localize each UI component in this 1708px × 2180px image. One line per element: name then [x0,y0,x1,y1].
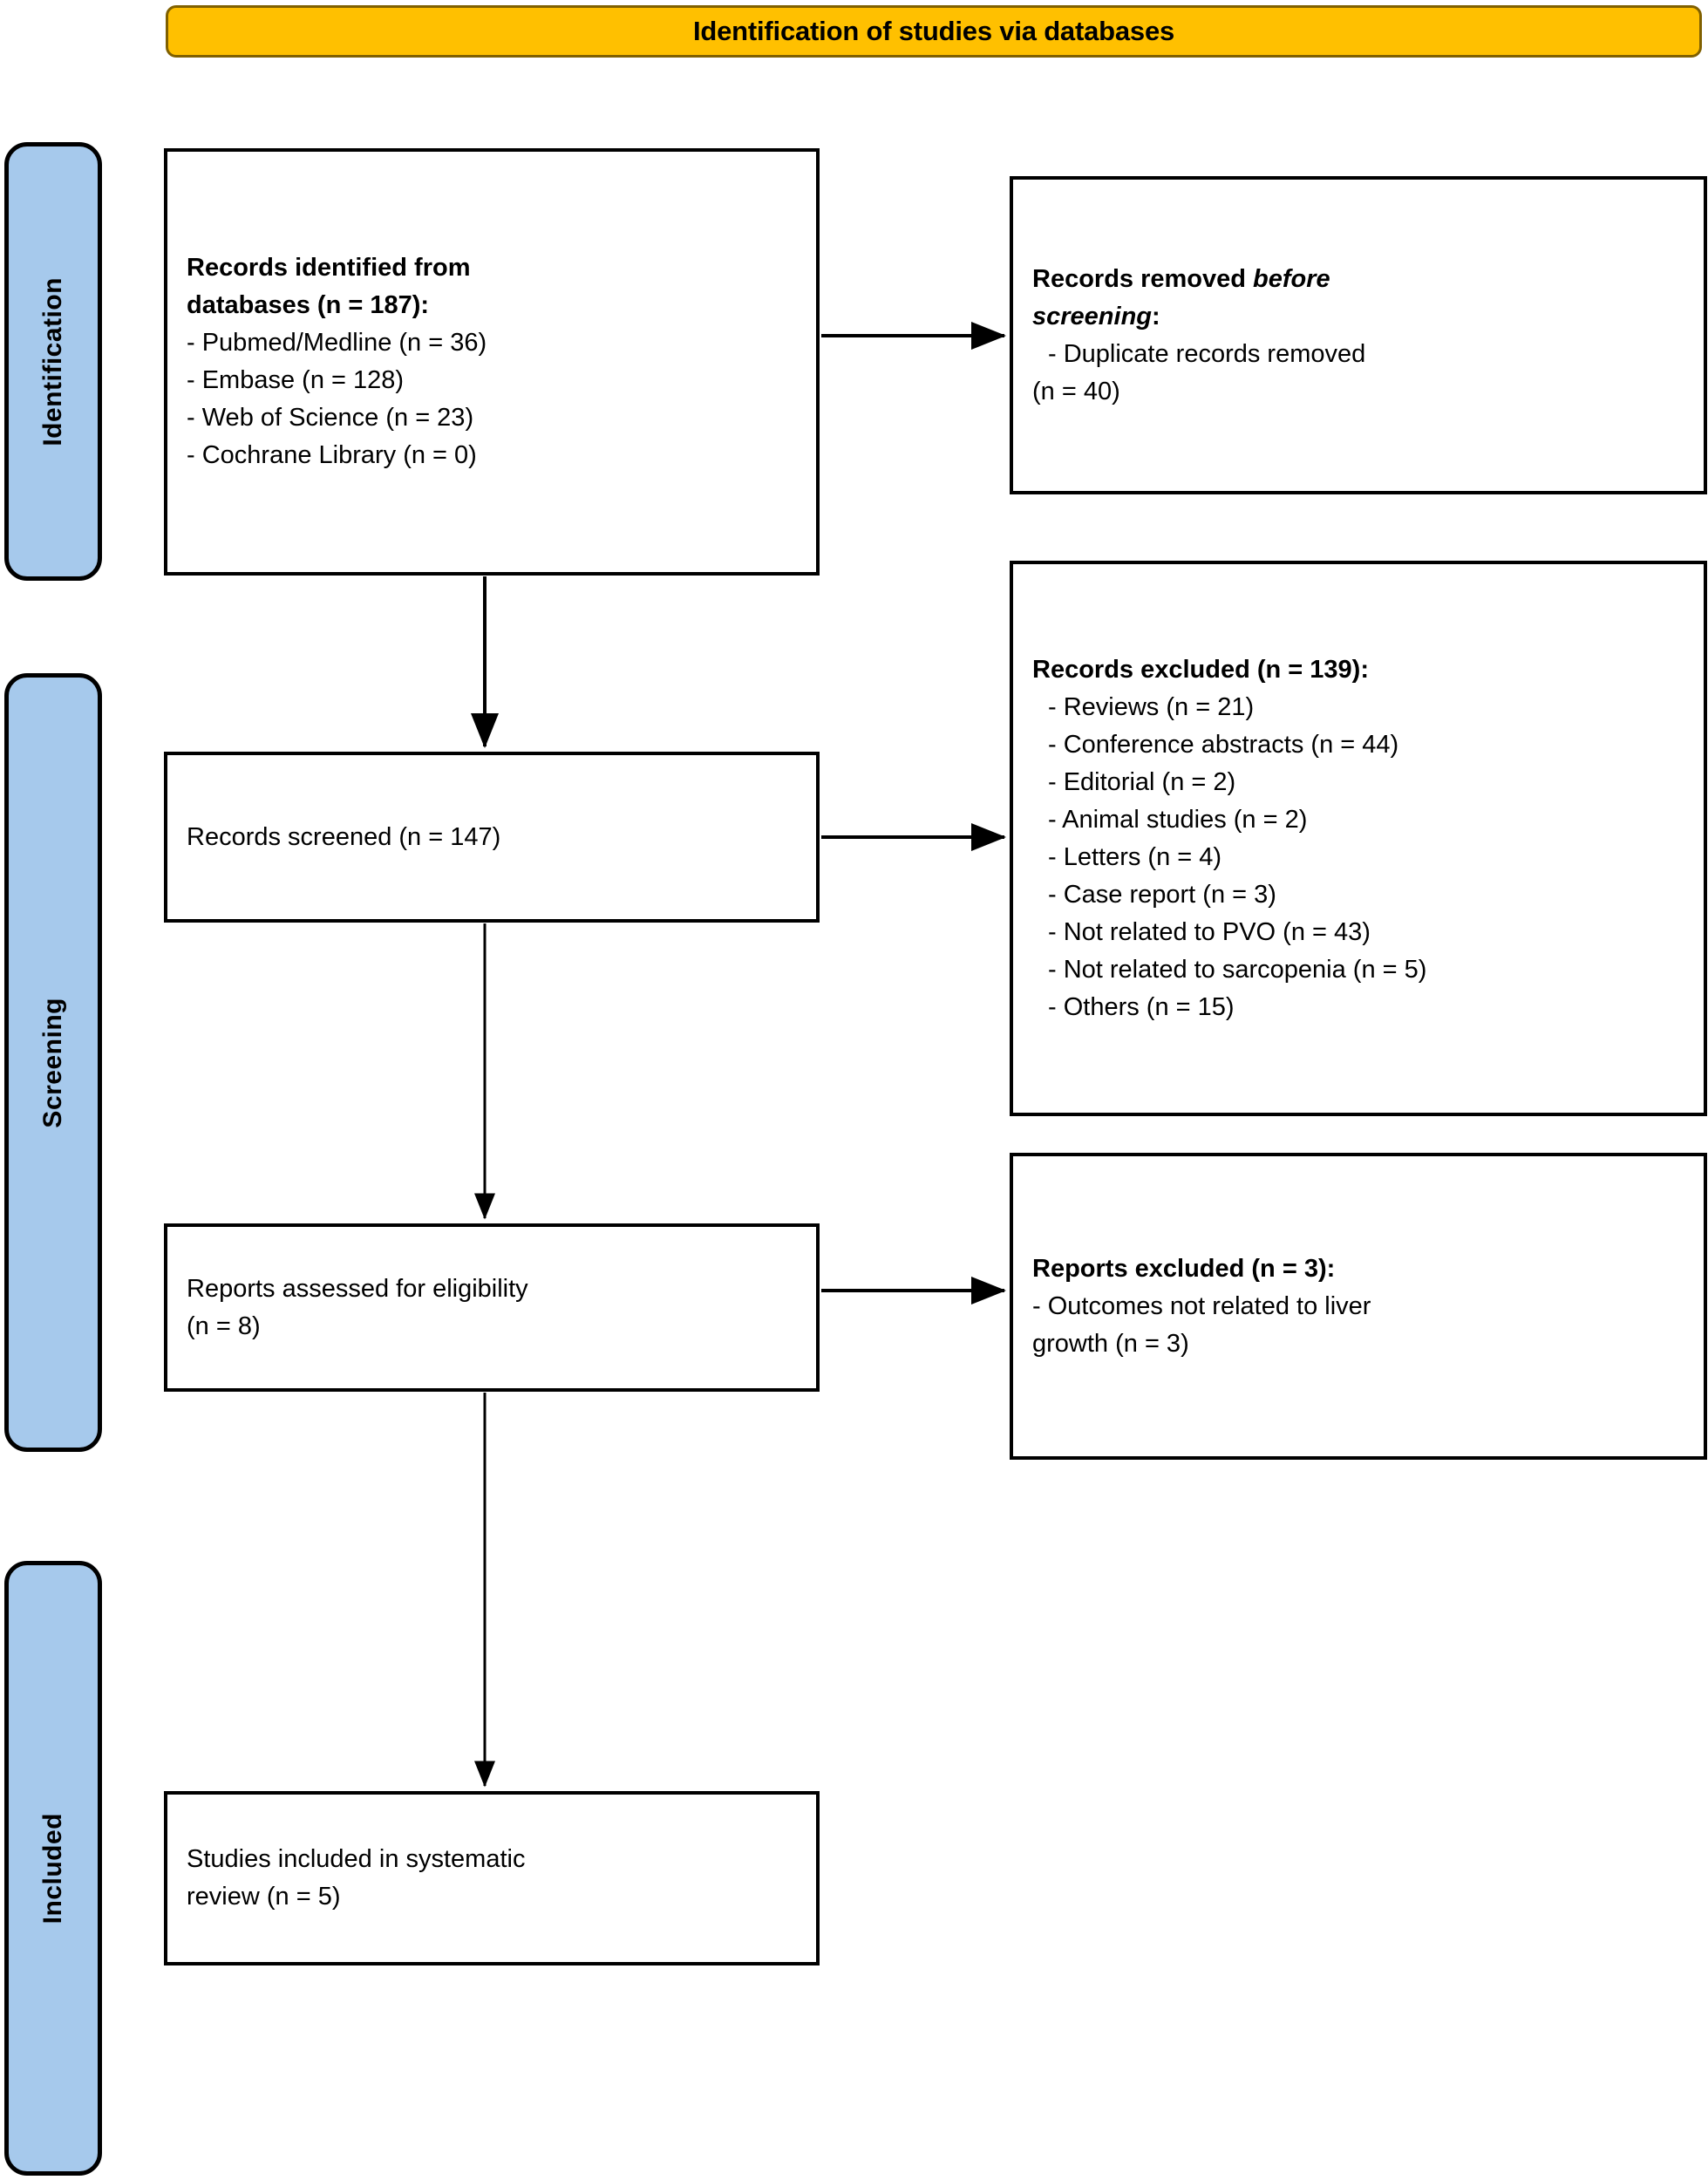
records-excluded-item-8: - Others (n = 15) [1048,992,1235,1021]
records-excluded-item-5: - Case report (n = 3) [1048,880,1276,909]
reports-excluded-item-1: growth (n = 3) [1032,1329,1189,1358]
records-identified-heading-line1: Records identified from [187,254,471,282]
records-identified-heading-line2: databases (n = 187): [187,291,430,319]
studies-included-line2: review (n = 5) [187,1883,341,1911]
records-removed-item-1: (n = 40) [1032,377,1120,405]
box-reports-assessed-for-eligibility: Reports assessed for eligibility (n = 8) [164,1223,820,1392]
phase-bar-screening-label: Screening [38,997,67,1128]
box-records-identified: Records identified from databases (n = 1… [164,148,820,576]
phase-bar-screening: Screening [4,673,102,1452]
records-excluded-item-6: - Not related to PVO (n = 43) [1048,917,1371,946]
records-excluded-heading: Records excluded (n = 139): [1032,655,1369,684]
records-removed-heading-italic2: screening [1032,302,1152,330]
records-identified-item-0: - Pubmed/Medline (n = 36) [187,329,487,357]
records-excluded-item-0: - Reviews (n = 21) [1048,692,1255,721]
box-records-removed-before-screening: Records removed before screening: - Dupl… [1010,176,1707,494]
box-records-excluded: Records excluded (n = 139): - Reviews (n… [1010,561,1707,1116]
box-reports-excluded: Reports excluded (n = 3): - Outcomes not… [1010,1153,1707,1460]
records-identified-item-2: - Web of Science (n = 23) [187,404,474,432]
records-removed-heading-prefix: Records removed [1032,264,1254,293]
records-removed-item-0: - Duplicate records removed [1048,339,1366,368]
box-studies-included: Studies included in systematic review (n… [164,1791,820,1965]
phase-header-banner: Identification of studies via databases [166,5,1702,58]
phase-bar-included-label: Included [38,1812,67,1925]
records-removed-heading-line2: screening: [1032,298,1684,336]
records-removed-heading-suffix: : [1152,302,1160,330]
phase-bar-identification-label: Identification [38,276,67,446]
records-excluded-item-7: - Not related to sarcopenia (n = 5) [1048,955,1427,984]
records-identified-item-1: - Embase (n = 128) [187,366,405,394]
reports-eligibility-line2: (n = 8) [187,1311,261,1340]
records-excluded-item-3: - Animal studies (n = 2) [1048,805,1308,834]
phase-bar-included: Included [4,1561,102,2176]
phase-header-title: Identification of studies via databases [692,16,1175,46]
box-records-screened: Records screened (n = 147) [164,752,820,923]
records-removed-heading-line1: Records removed before [1032,261,1684,298]
records-identified-item-3: - Cochrane Library (n = 0) [187,441,477,469]
studies-included-line1: Studies included in systematic [187,1845,526,1873]
records-removed-heading-italic1: before [1253,264,1330,293]
reports-excluded-heading: Reports excluded (n = 3): [1032,1254,1336,1283]
records-excluded-item-4: - Letters (n = 4) [1048,842,1222,871]
records-excluded-item-1: - Conference abstracts (n = 44) [1048,730,1399,759]
phase-bar-identification: Identification [4,142,102,581]
reports-excluded-item-0: - Outcomes not related to liver [1032,1291,1371,1320]
records-screened-heading: Records screened (n = 147) [187,822,501,851]
reports-eligibility-line1: Reports assessed for eligibility [187,1274,528,1303]
records-excluded-item-2: - Editorial (n = 2) [1048,767,1236,796]
